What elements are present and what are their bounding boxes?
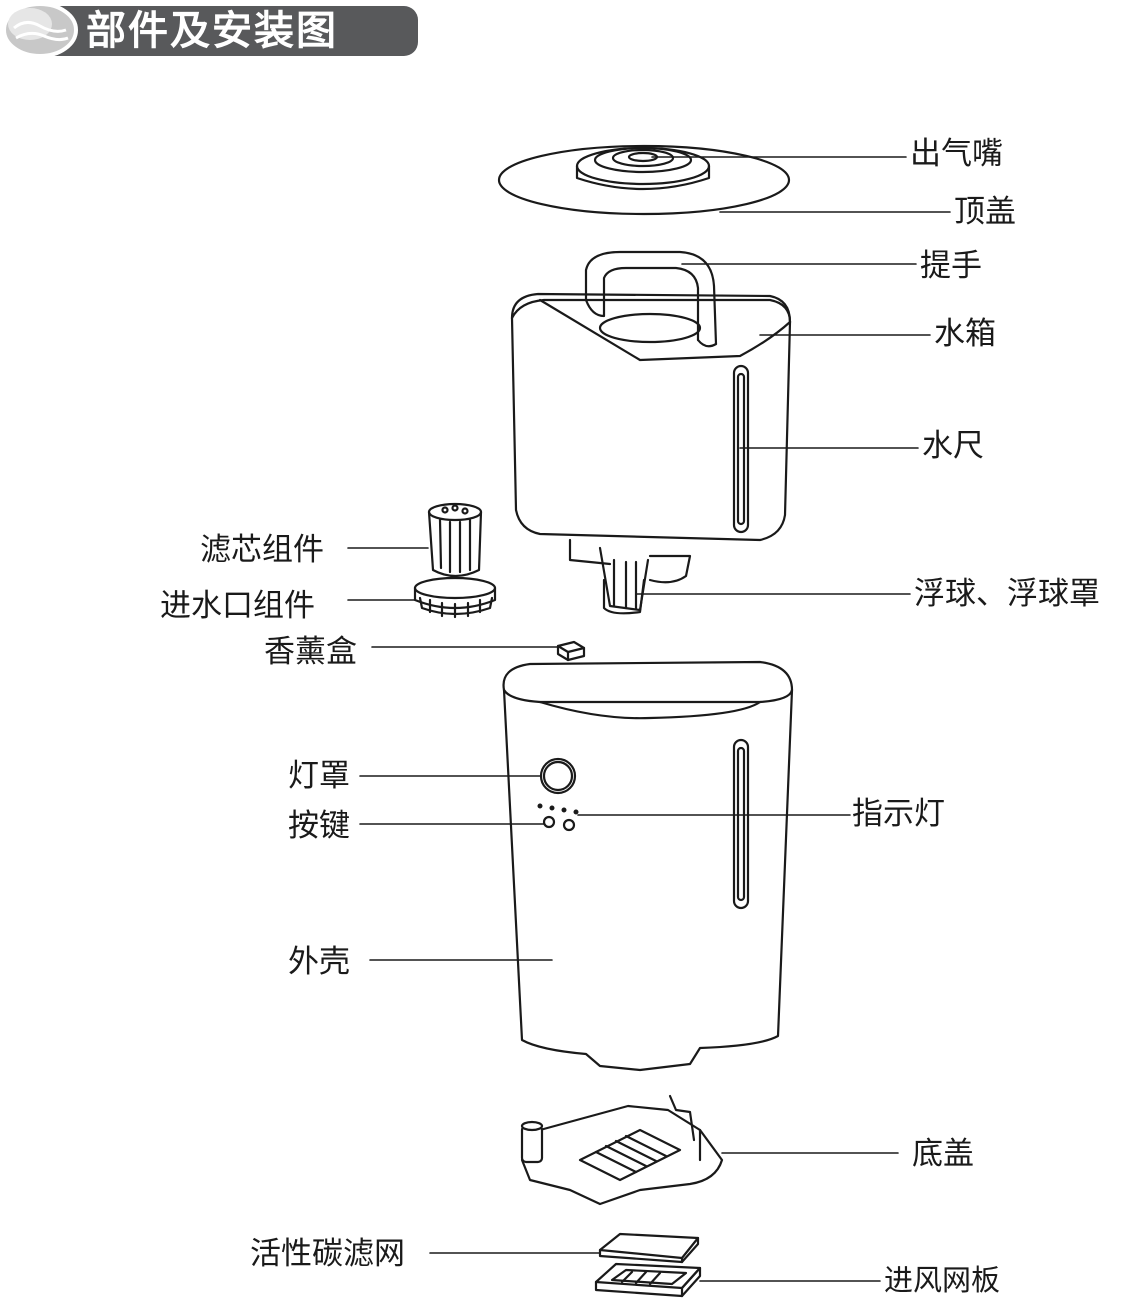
label-outlet-nozzle: 出气嘴 [910,136,1003,172]
filter-core [427,502,483,578]
label-button: 按键 [288,808,350,844]
label-water-tank: 水箱 [934,316,996,352]
label-housing: 外壳 [288,944,350,980]
label-carbon-filter: 活性碳滤网 [250,1236,405,1272]
carbon-filter [598,1232,700,1264]
housing [502,660,794,1072]
cloud-icon [2,2,78,58]
water-tank [510,250,792,615]
label-filter-core: 滤芯组件 [200,532,324,568]
label-float: 浮球、浮球罩 [914,576,1100,612]
bottom-cover [520,1094,724,1206]
water-inlet-assembly [413,576,497,619]
air-inlet-plate [594,1262,702,1298]
label-aroma-box: 香薰盒 [264,634,357,670]
section-header: 部件及安装图 [0,0,420,60]
page-title: 部件及安装图 [86,8,338,54]
label-water-gauge: 水尺 [922,428,984,464]
label-air-inlet-plate: 进风网板 [884,1263,1001,1297]
header-bar [40,6,418,56]
label-bottom-cover: 底盖 [912,1136,974,1172]
aroma-box [556,640,586,662]
label-top-cover: 顶盖 [954,194,1016,230]
label-indicator: 指示灯 [852,796,945,832]
label-handle: 提手 [920,248,982,284]
label-water-inlet: 进水口组件 [160,588,315,624]
label-lamp-shade: 灯罩 [288,758,350,794]
leader-lines [347,156,951,1282]
